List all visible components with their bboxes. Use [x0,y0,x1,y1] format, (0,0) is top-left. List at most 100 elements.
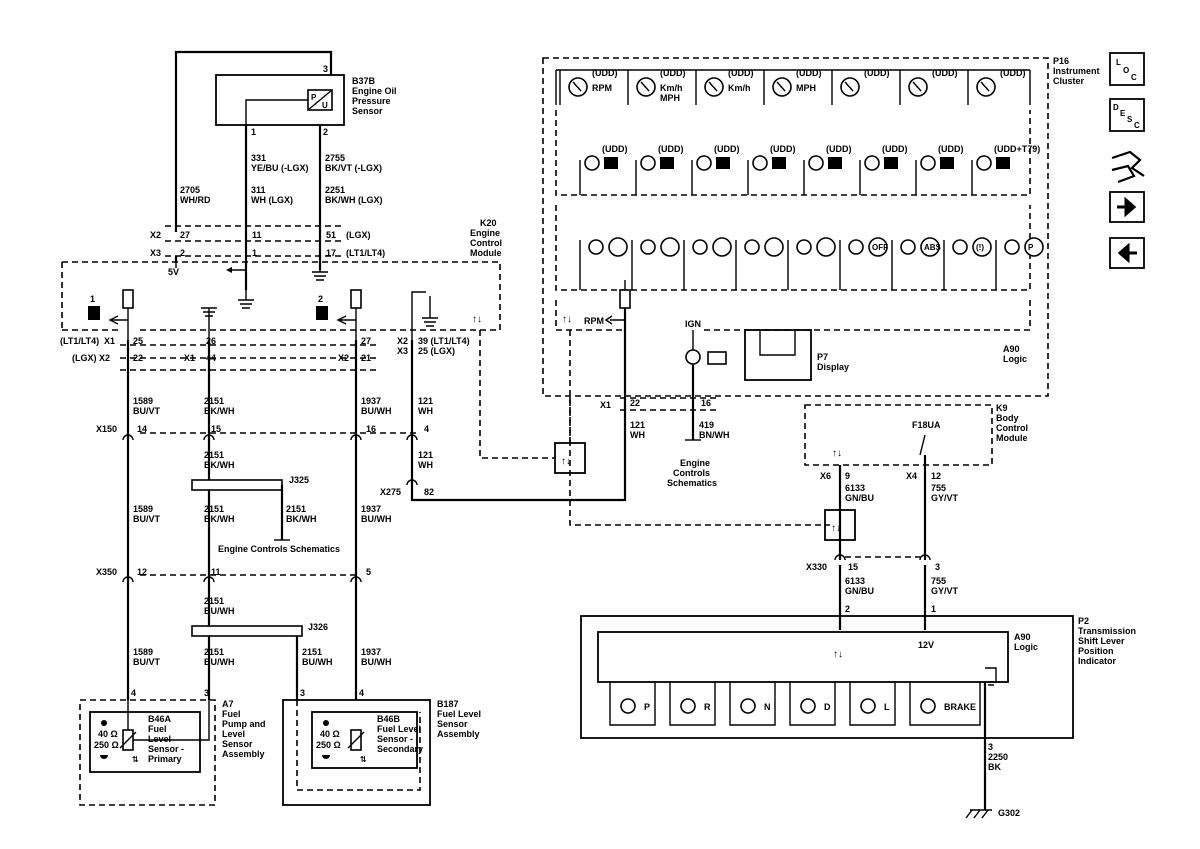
gauge-5: (UDD) [899,68,958,105]
svg-text:↑↓: ↑↓ [833,649,843,660]
svg-text:2151: 2151 [204,596,224,606]
p7-display[interactable] [744,329,812,381]
svg-text:11: 11 [211,567,221,577]
svg-text:14: 14 [137,424,147,434]
k20-row1-26: 26 [206,336,216,346]
svg-text:2: 2 [845,604,850,614]
wire-331-color: YE/BU (-LGX) [251,163,309,173]
indicator-r2-0: (UDD) [579,144,628,195]
svg-text:B187: B187 [437,699,459,709]
k20-row1-variant: (LT1/LT4) [60,336,99,346]
gauge-udd-2: (UDD) [728,68,754,78]
gauge-udd-4: (UDD) [864,68,890,78]
svg-text:X275: X275 [380,487,401,497]
x1-connector[interactable]: X1 22 16 [600,397,720,411]
engine-controls-link-2c[interactable]: Schematics [667,478,717,488]
k20-gauge-2-number: 2 [318,294,323,304]
wire-121 [410,300,627,502]
next-page-button[interactable] [1109,191,1145,223]
k20-connector-header: X2 27 11 51 (LGX) X3 2 1 17 (LT1/LT4) K2… [150,218,502,258]
svg-text:6133: 6133 [845,483,865,493]
engine-controls-link-2b[interactable]: Controls [673,468,710,478]
indicator-r3-7: (!) [943,237,992,290]
svg-text:BU/WH: BU/WH [204,657,235,667]
svg-text:121: 121 [418,450,433,460]
svg-text:BU/VT: BU/VT [133,406,161,416]
engine-controls-link-2a[interactable]: Engine [680,458,710,468]
svg-text:⇅: ⇅ [360,755,367,764]
svg-text:Sensor: Sensor [222,739,253,749]
svg-text:5: 5 [366,567,371,577]
k20-pin-51: 51 [326,230,336,240]
svg-text:15: 15 [848,562,858,572]
x275-connector[interactable]: X275 82 [380,479,434,497]
svg-text:Fuel Level: Fuel Level [377,724,421,734]
svg-text:4: 4 [424,424,429,434]
wire-2705-color: WH/RD [180,195,211,205]
b37b-pin-2: 2 [323,127,328,137]
p2-shift-lever-indicator[interactable]: P2 Transmission Shift Lever Position Ind… [580,604,1136,772]
a7-fuel-pump-assembly[interactable]: 4 3 A7 Fuel Pump and Level Sensor Assemb… [79,688,266,806]
svg-text:Logic: Logic [1014,642,1038,652]
svg-text:1937: 1937 [361,647,381,657]
k20-right-25: 25 (LGX) [418,346,455,356]
prev-page-button[interactable] [1109,237,1145,269]
svg-text:A90: A90 [1014,632,1031,642]
b37b-oil-pressure-sensor[interactable]: P U B37B Engine Oil Pressure Sensor 3 1 … [215,64,397,137]
svg-text:Level: Level [222,729,245,739]
desc-button[interactable]: D E S C [1109,98,1145,132]
k20-pin-1: 1 [252,248,257,258]
indicator-row-2: (UDD)(UDD)(UDD)(UDD)(UDD)(UDD)(UDD)(UDD+… [579,144,1040,195]
loc-button[interactable]: L O C [1109,52,1145,86]
p16-instrument-cluster[interactable]: P16 Instrument Cluster A90 Logic [542,56,1100,397]
indicator-r2-7: (UDD+T79) [971,144,1040,195]
indicator-r3-8: P [995,237,1044,290]
k20-row2-x2: X2 [338,353,349,363]
b37b-name-3: Sensor [352,106,383,116]
indicator-r2-2: (UDD) [691,144,740,195]
x330-connector[interactable]: X330 15 3 [806,554,940,572]
svg-text:Pump and: Pump and [222,719,266,729]
x150-connector[interactable]: X150 14 15 16 4 [96,424,429,441]
svg-text:B46B: B46B [377,714,401,724]
gauge-udd-3: (UDD) [796,68,822,78]
svg-text:B46A: B46A [148,714,172,724]
svg-text:Transmission: Transmission [1078,626,1136,636]
svg-text:Body: Body [996,413,1019,423]
indicator-r2-udd-5: (UDD) [882,144,908,154]
k20-engine-control-module[interactable]: 5V 1 2 ↑↓ [61,256,501,340]
svg-text:A7: A7 [222,699,234,709]
harness-icon[interactable] [1111,150,1145,184]
check-engine-lamp [685,349,701,365]
k9-body-control-module[interactable]: K9 Body Control Module F18UA ↑↓ X6 9 X4 … [804,403,1028,481]
wire-311-color: WH (LGX) [251,195,293,205]
k20-name-3: Module [470,248,502,258]
indicator-r2-udd-3: (UDD) [770,144,796,154]
indicator-r2-3: (UDD) [747,144,796,195]
desc-letter-c: C [1134,121,1140,130]
fuel-pump-icon [88,306,100,320]
b187-fuel-level-sensor-assembly[interactable]: 3 4 B187 Fuel Level Sensor Assembly B46B… [282,688,481,806]
loc-letter-o: O [1123,66,1129,75]
svg-text:3: 3 [988,742,993,752]
svg-text:121: 121 [418,396,433,406]
rpm-label: RPM [584,316,604,326]
engine-controls-schematics-link-1[interactable]: Engine Controls Schematics [218,544,340,554]
j325-label: J325 [289,475,309,485]
svg-text:Sensor -: Sensor - [377,734,413,744]
svg-text:BK/WH: BK/WH [204,514,235,524]
indicator-r3-0 [579,237,628,290]
shift-lamp-label: N [764,702,771,712]
svg-text:BU/WH: BU/WH [361,406,392,416]
k20-x3: X3 [150,248,161,258]
svg-text:2151: 2151 [204,647,224,657]
k20-lt: (LT1/LT4) [346,248,385,258]
k20-right-x2: X2 [397,336,408,346]
svg-text:Sensor -: Sensor - [148,744,184,754]
svg-text:3: 3 [300,688,305,698]
svg-text:4: 4 [359,688,364,698]
indicator-r2-udd-6: (UDD) [938,144,964,154]
svg-text:X350: X350 [96,567,117,577]
x350-connector[interactable]: X350 12 11 5 [96,567,371,583]
